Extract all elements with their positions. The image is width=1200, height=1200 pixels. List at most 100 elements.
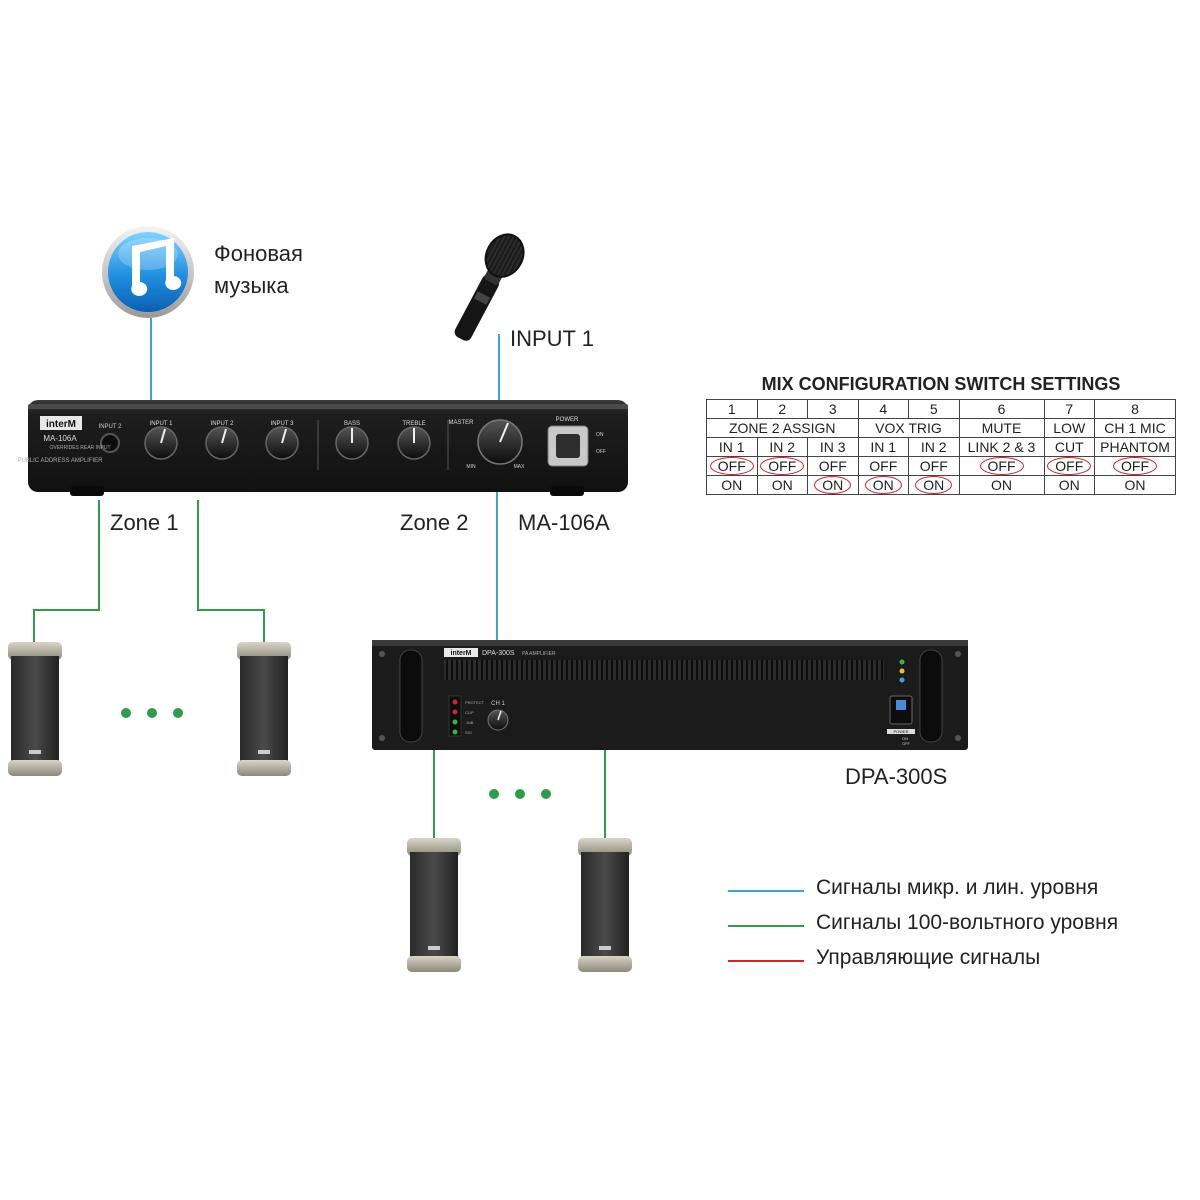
mix-config-switch-table: MIX CONFIGURATION SWITCH SETTINGS 1 2 3 … <box>706 374 1176 495</box>
master-max-label: MAX <box>514 464 526 470</box>
column-speaker-icon <box>407 838 461 972</box>
switch-on-option: ON <box>721 477 743 493</box>
switch-group-label: ZONE 2 ASSIGN <box>706 418 859 438</box>
switch-on-option: ON <box>991 477 1012 493</box>
switch-number: 1 <box>706 399 758 419</box>
switch-on-option: ON <box>1124 477 1146 493</box>
amp-status-leds <box>899 659 905 683</box>
switch-on-option: ON <box>915 476 953 494</box>
switch-off-cell: OFF <box>756 456 808 476</box>
legend-text-control: Управляющие сигналы <box>816 946 1041 969</box>
switch-off-option: OFF <box>869 458 898 474</box>
mixer-power-off-label: OFF <box>596 449 606 455</box>
input1-label: INPUT 1 <box>510 326 594 351</box>
switch-number: 7 <box>1043 399 1095 419</box>
switch-off-option: OFF <box>1113 457 1157 475</box>
switch-name: PHANTOM <box>1094 437 1176 457</box>
switch-number: 8 <box>1094 399 1176 419</box>
switch-name: LINK 2 & 3 <box>958 437 1045 457</box>
switch-on-row: ON ON ON ON ON ON ON ON <box>706 475 1176 495</box>
switch-group-row: ZONE 2 ASSIGN VOX TRIG MUTE LOW CH 1 MIC <box>706 418 1176 438</box>
background-music-label-line2: музыка <box>214 273 289 298</box>
amp-brand-logo: interM <box>451 650 472 657</box>
zone2-label: Zone 2 <box>400 510 469 535</box>
switch-on-option: ON <box>864 476 902 494</box>
switch-on-cell: ON <box>1043 475 1095 495</box>
switch-on-cell: ON <box>807 475 859 495</box>
background-music-label: Фоновая музыка <box>214 238 303 302</box>
mixer-power-on-label: ON <box>596 432 604 438</box>
column-speaker-icon <box>237 642 291 776</box>
led-protect-label: PROTECT <box>465 700 485 705</box>
knob-label-treble: TREBLE <box>402 421 425 427</box>
switch-name: IN 3 <box>807 437 859 457</box>
amp-power-label: POWER <box>893 729 908 734</box>
switch-number: 3 <box>807 399 859 419</box>
switch-name: CUT <box>1043 437 1095 457</box>
switch-number: 5 <box>908 399 960 419</box>
switch-on-option: ON <box>814 476 852 494</box>
switch-on-cell: ON <box>958 475 1045 495</box>
amp-model-plate: DPA-300S <box>482 650 515 657</box>
amp-vent-grille <box>444 660 884 680</box>
switch-on-cell: ON <box>857 475 909 495</box>
switch-off-option: OFF <box>1047 457 1092 475</box>
switch-number-row: 1 2 3 4 5 6 7 8 <box>706 399 1176 419</box>
switch-on-cell: ON <box>908 475 960 495</box>
amp-left-handle <box>399 649 423 743</box>
switch-on-cell: ON <box>756 475 808 495</box>
led-clip-label: CLIP <box>465 710 474 715</box>
amp-type-label: PA AMPLIFIER <box>522 651 556 657</box>
legend-swatch-control <box>728 960 804 962</box>
switch-off-option: OFF <box>979 457 1024 475</box>
switch-off-cell: OFF <box>908 456 960 476</box>
switch-off-cell: OFF <box>857 456 909 476</box>
amp-more-speakers-dots <box>489 789 551 799</box>
speaker-line-connections <box>33 500 606 842</box>
switch-table-title: MIX CONFIGURATION SWITCH SETTINGS <box>761 374 1121 394</box>
master-min-label: MIN <box>466 464 476 470</box>
zone1-speaker-a-line <box>33 500 100 642</box>
mixer-input2-jack <box>100 433 120 453</box>
line-signal-connections <box>150 318 500 642</box>
amp-signal-leds: PROTECT CLIP -3dB SIG <box>448 695 485 737</box>
mixer-power-label: POWER <box>556 417 579 423</box>
legend-text-100v: Сигналы 100-вольтного уровня <box>816 911 1119 934</box>
switch-group-label: VOX TRIG <box>857 418 960 438</box>
led-3db-label: -3dB <box>465 720 474 725</box>
switch-off-cell: OFF <box>958 456 1045 476</box>
switch-group-label: CH 1 MIC <box>1094 418 1176 438</box>
switch-number: 4 <box>857 399 909 419</box>
amp-right-handle <box>919 649 943 743</box>
switch-group-label: LOW <box>1043 418 1095 438</box>
switch-off-row: OFF OFF OFF OFF OFF OFF OFF OFF <box>706 456 1176 476</box>
switch-name-row: IN 1 IN 2 IN 3 IN 1 IN 2 LINK 2 & 3 CUT … <box>706 437 1176 457</box>
mixer-input2-jack-label: INPUT 2 <box>99 424 123 430</box>
switch-name: IN 1 <box>857 437 909 457</box>
switch-name: IN 2 <box>756 437 808 457</box>
switch-name: IN 2 <box>908 437 960 457</box>
knob-label-input2: INPUT 2 <box>211 421 235 427</box>
zone1-more-speakers-dots <box>121 708 183 718</box>
column-speaker-icon <box>8 642 62 776</box>
switch-on-option: ON <box>1058 477 1080 493</box>
switch-off-cell: OFF <box>1094 456 1176 476</box>
mixer-overrides-label: OVERRIDES REAR INPUT <box>49 445 110 451</box>
amp-power-off-label: OFF <box>902 741 911 746</box>
zone1-label: Zone 1 <box>110 510 179 535</box>
mixer-model-label: MA-106A <box>518 510 610 535</box>
switch-off-option: OFF <box>919 458 948 474</box>
dpa-300s-amplifier: interM DPA-300S PA AMPLIFIER PROTECT CLI… <box>372 640 968 750</box>
amp-power-on-label: ON <box>902 736 908 741</box>
mixer-model-plate: MA-106A <box>43 434 77 443</box>
switch-on-option: ON <box>771 477 793 493</box>
switch-off-option: OFF <box>709 457 754 475</box>
switch-off-cell: OFF <box>807 456 859 476</box>
switch-on-cell: ON <box>706 475 758 495</box>
legend-swatch-100v <box>728 925 804 927</box>
switch-group-label: MUTE <box>958 418 1045 438</box>
knob-label-input1: INPUT 1 <box>150 421 174 427</box>
switch-name: IN 1 <box>706 437 758 457</box>
switch-number: 2 <box>756 399 808 419</box>
